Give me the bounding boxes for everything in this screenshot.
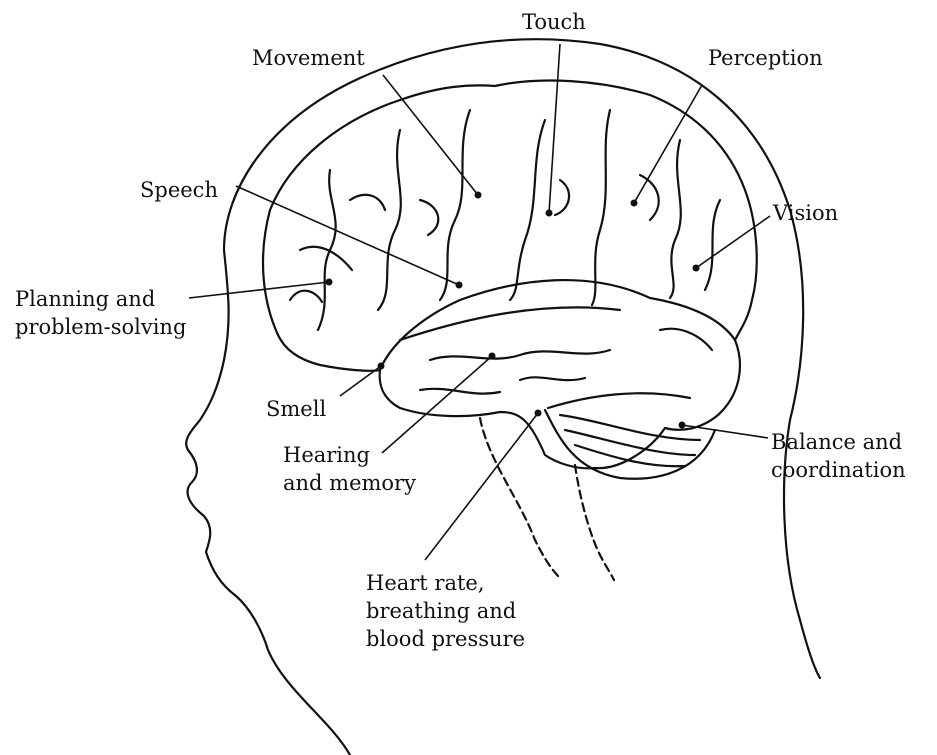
label-smell: Smell bbox=[266, 395, 326, 423]
label-speech: Speech bbox=[140, 176, 218, 204]
label-perception: Perception bbox=[708, 44, 823, 72]
label-hearing-line1: Hearing bbox=[283, 441, 416, 469]
label-planning-line1: Planning and bbox=[15, 285, 186, 313]
label-movement: Movement bbox=[252, 44, 365, 72]
label-planning: Planning and problem-solving bbox=[15, 285, 186, 341]
label-heart-line1: Heart rate, bbox=[366, 569, 525, 597]
cerebellum-outline bbox=[545, 410, 715, 479]
label-hearing: Hearing and memory bbox=[283, 441, 416, 497]
label-movement-line: Movement bbox=[252, 44, 365, 72]
label-balance: Balance and coordination bbox=[771, 428, 906, 484]
label-balance-line2: coordination bbox=[771, 456, 906, 484]
label-heart-line2: breathing and bbox=[366, 597, 525, 625]
label-heart: Heart rate, breathing and blood pressure bbox=[366, 569, 525, 653]
label-vision-line: Vision bbox=[773, 199, 838, 227]
label-balance-line1: Balance and bbox=[771, 428, 906, 456]
brain-outline bbox=[263, 80, 757, 468]
label-hearing-line2: and memory bbox=[283, 469, 416, 497]
label-planning-line2: problem-solving bbox=[15, 313, 186, 341]
label-speech-line: Speech bbox=[140, 176, 218, 204]
label-touch-line: Touch bbox=[522, 8, 586, 36]
label-vision: Vision bbox=[773, 199, 838, 227]
label-heart-line3: blood pressure bbox=[366, 625, 525, 653]
label-smell-line: Smell bbox=[266, 395, 326, 423]
label-touch: Touch bbox=[522, 8, 586, 36]
label-perception-line: Perception bbox=[708, 44, 823, 72]
